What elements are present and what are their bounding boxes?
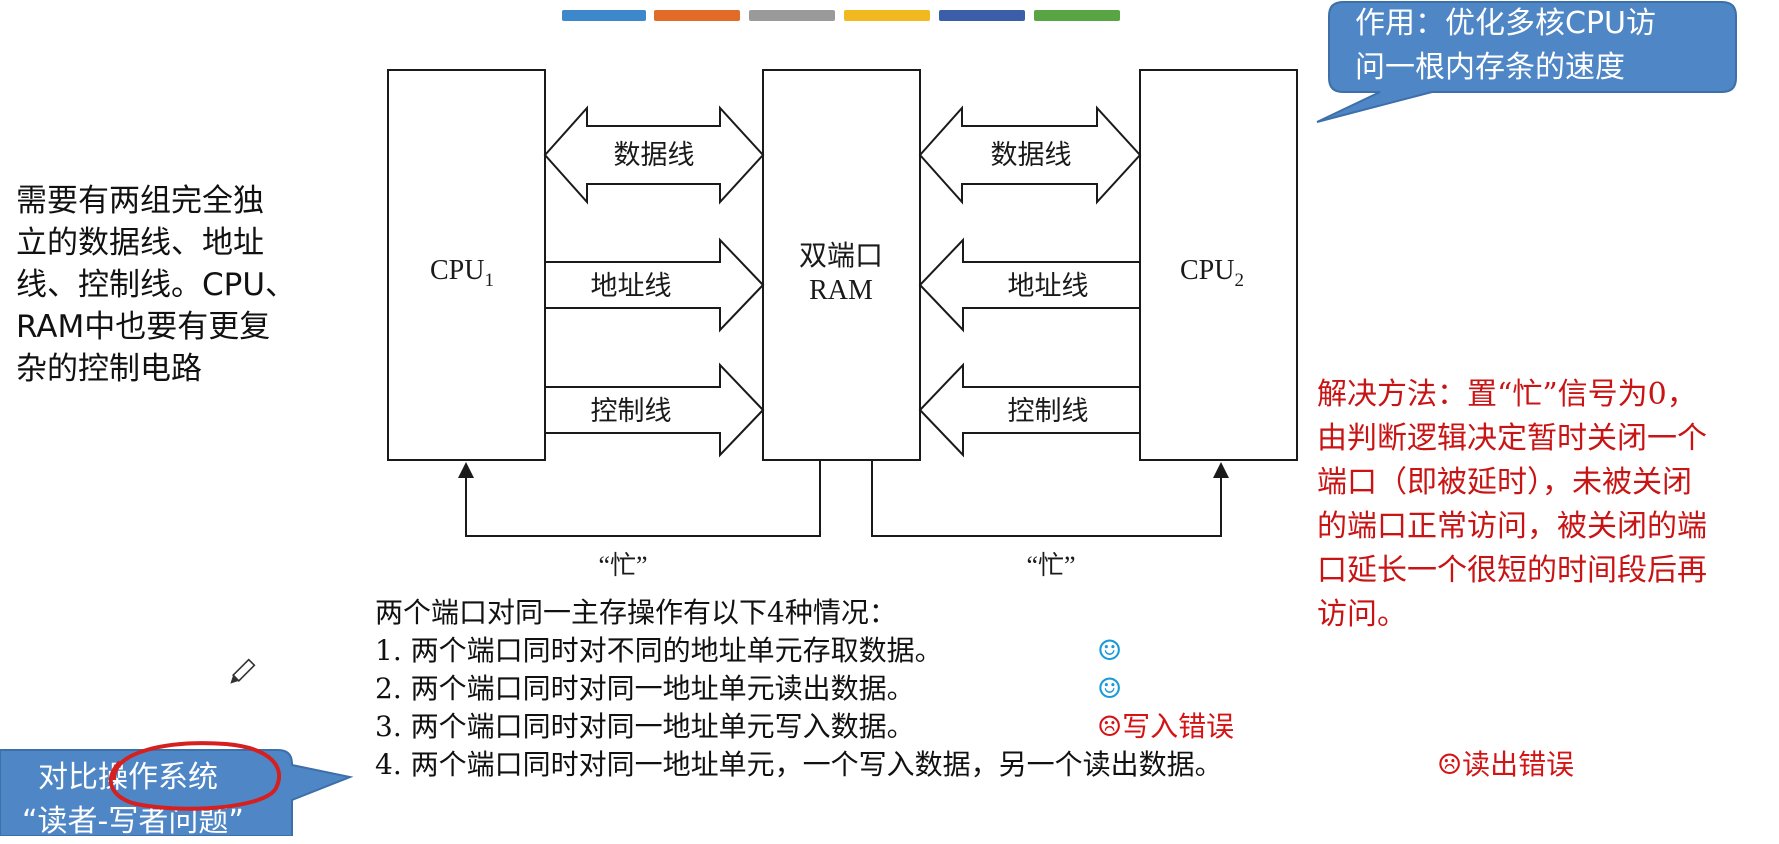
left-address-line-arrow — [546, 237, 765, 333]
color-stripe-6 — [1034, 10, 1120, 21]
side-note-line-1: 需要有两组完全独 — [16, 183, 264, 219]
callout-bottom-line-1: 对比操作系统 — [38, 760, 218, 795]
case-item-4-error: 读出错误 — [1462, 748, 1575, 781]
right-control-line-arrow — [918, 362, 1139, 458]
side-note-line-5: 杂的控制电路 — [16, 351, 202, 387]
left-address-line-label: 地址线 — [591, 271, 672, 301]
solution-note-line-4: 的端口正常访问，被关闭的端 — [1317, 509, 1707, 544]
ram-label-line1: 双端口 — [799, 240, 883, 272]
busy-arrowhead-left — [458, 462, 474, 478]
case-item-3-error: 写入错误 — [1122, 710, 1235, 743]
color-stripe-4 — [844, 10, 930, 21]
callout-top-text: 作用：优化多核CPU访 问一根内存条的速度 — [1355, 2, 1656, 90]
frown-icon: ☹读出错误 — [1437, 748, 1575, 781]
case-item-3: 3. 两个端口同时对同一地址单元写入数据。 ☹写入错误 — [375, 708, 1234, 746]
right-control-line-label: 控制线 — [1008, 396, 1089, 426]
side-note: 需要有两组完全独 立的数据线、地址 线、控制线。CPU、 RAM中也要有更复 杂… — [16, 180, 316, 390]
smiley-icon: ☺ — [1097, 634, 1123, 667]
solution-note-line-5: 口延长一个很短的时间段后再 — [1317, 553, 1707, 588]
cases-intro: 两个端口对同一主存操作有以下4种情况： — [375, 596, 897, 629]
case-item-2: 2. 两个端口同时对同一地址单元读出数据。 ☺ — [375, 670, 1223, 708]
busy-line-left — [465, 460, 821, 537]
ram-label-line2: RAM — [809, 275, 873, 306]
pencil-icon — [230, 658, 256, 684]
ram-box — [762, 69, 921, 461]
case-item-2-text: 2. 两个端口同时对同一地址单元读出数据。 — [375, 672, 915, 705]
cpu1-box — [387, 69, 546, 461]
cases-list: 两个端口对同一主存操作有以下4种情况： 1. 两个端口同时对不同的地址单元存取数… — [375, 594, 1574, 784]
smiley-icon: ☺ — [1097, 672, 1123, 705]
case-item-3-text: 3. 两个端口同时对同一地址单元写入数据。 — [375, 710, 915, 743]
color-stripe-2 — [654, 10, 740, 21]
case-item-1: 1. 两个端口同时对不同的地址单元存取数据。 ☺ — [375, 632, 1223, 670]
annotation-circle — [108, 741, 282, 811]
cpu1-label: CPU1 — [430, 255, 494, 291]
busy-arrowhead-right — [1213, 462, 1229, 478]
left-control-line-arrow — [546, 362, 765, 458]
callout-top-bubble — [1316, 1, 1737, 123]
color-stripe-1 — [562, 10, 646, 21]
cpu2-label: CPU2 — [1180, 255, 1244, 291]
right-data-line-arrow — [918, 105, 1142, 205]
busy-label-right: “忙” — [1026, 551, 1075, 580]
solution-note-line-6: 访问。 — [1317, 597, 1407, 632]
frown-icon: ☹写入错误 — [1097, 710, 1235, 743]
callout-top-line-1: 作用：优化多核CPU访 — [1355, 6, 1656, 41]
color-stripe-5 — [939, 10, 1025, 21]
busy-line-right — [871, 460, 1222, 537]
side-note-line-3: 线、控制线。CPU、 — [16, 267, 297, 303]
right-data-line-label: 数据线 — [991, 140, 1072, 170]
busy-label-left: “忙” — [598, 551, 647, 580]
solution-note-line-1: 解决方法：置“忙”信号为0， — [1317, 377, 1697, 412]
solution-note: 解决方法：置“忙”信号为0， 由判断逻辑决定暂时关闭一个 端口（即被延时），未被… — [1317, 373, 1779, 637]
color-stripe-3 — [749, 10, 835, 21]
left-data-line-label: 数据线 — [614, 140, 695, 170]
callout-top-line-2: 问一根内存条的速度 — [1355, 50, 1625, 85]
case-item-4-text: 4. 两个端口同时对同一地址单元，一个写入数据，另一个读出数据。 — [375, 748, 1223, 781]
callout-bottom-text: 对比操作系统 “读者-写者问题” — [22, 756, 244, 844]
solution-note-line-2: 由判断逻辑决定暂时关闭一个 — [1317, 421, 1707, 456]
left-control-line-label: 控制线 — [591, 396, 672, 426]
left-data-line-arrow — [543, 105, 765, 205]
case-item-1-text: 1. 两个端口同时对不同的地址单元存取数据。 — [375, 634, 943, 667]
right-address-line-label: 地址线 — [1008, 271, 1089, 301]
side-note-line-4: RAM中也要有更复 — [16, 309, 271, 345]
solution-note-line-3: 端口（即被延时），未被关闭 — [1317, 465, 1692, 500]
case-item-4: 4. 两个端口同时对同一地址单元，一个写入数据，另一个读出数据。 ☹读出错误 — [375, 746, 1574, 784]
right-address-line-arrow — [918, 237, 1139, 333]
callout-bottom-bubble — [0, 749, 354, 836]
cpu2-box — [1139, 69, 1298, 461]
side-note-line-2: 立的数据线、地址 — [16, 225, 264, 261]
